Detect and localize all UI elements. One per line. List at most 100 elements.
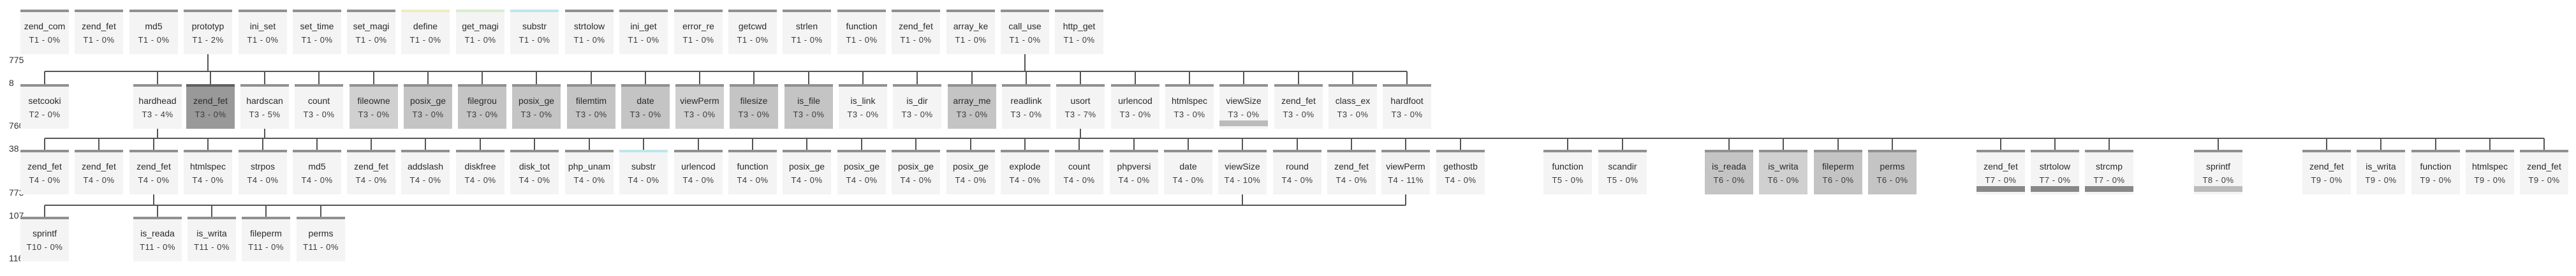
node-function-name: php_unam [568, 161, 611, 171]
node-tier-percent: T1 - 0% [955, 35, 987, 45]
node-top-bar [565, 150, 614, 152]
node-top-bar [2520, 150, 2568, 152]
node-function-name: zend_fet [136, 161, 171, 171]
node-top-bar [129, 10, 178, 12]
node-top-bar [784, 84, 833, 87]
node-function-name: define [413, 21, 438, 31]
